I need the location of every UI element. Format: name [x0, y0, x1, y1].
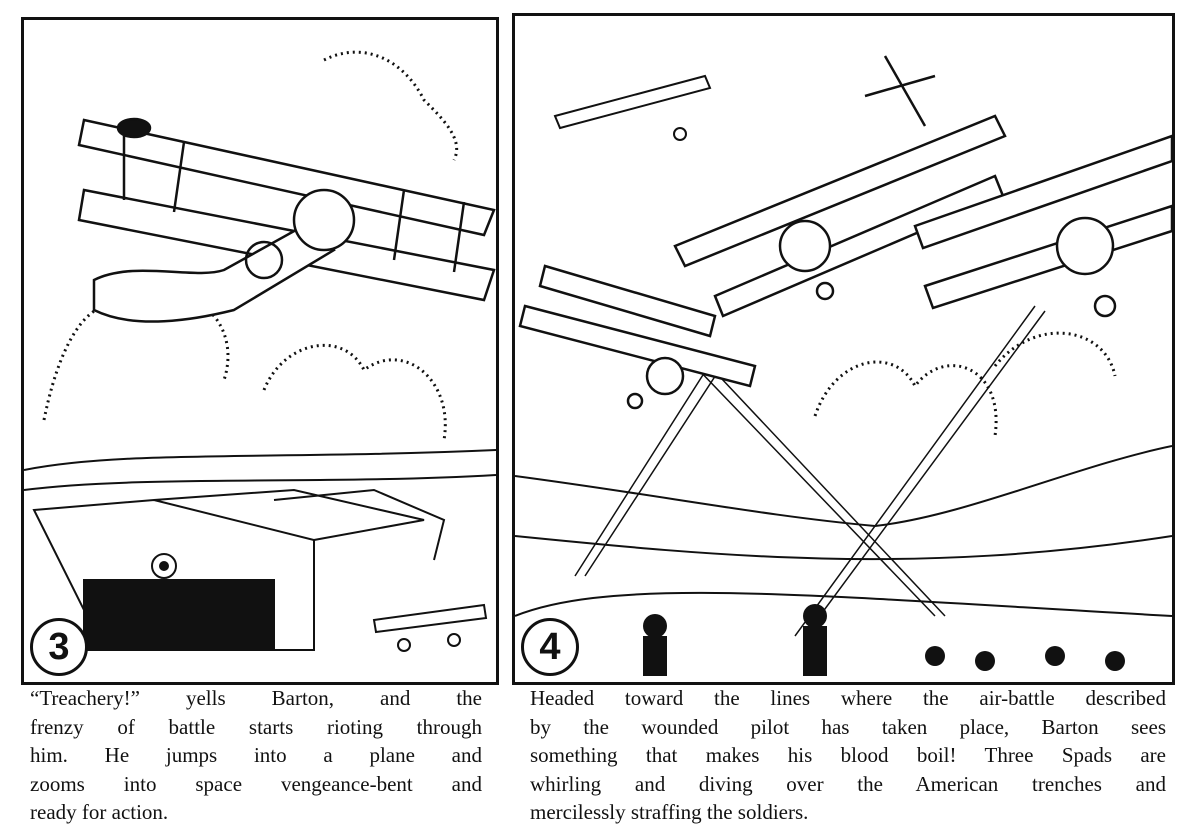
- caption-line: whirling and diving over the American tr…: [530, 771, 1166, 796]
- biplane-center: [673, 55, 1007, 318]
- dogfight-over-trenches-illustration: [515, 55, 1172, 676]
- caption-line: zooms into space vengeance-bent and: [30, 771, 482, 796]
- caption-line: by the wounded pilot has taken place, Ba…: [530, 714, 1166, 739]
- caption-panel-4: Headed toward the lines where the air-ba…: [530, 684, 1166, 827]
- biplane-diving-left: [518, 264, 757, 410]
- hangars: [32, 488, 446, 651]
- terrain: [515, 445, 1172, 617]
- biplane-right: [913, 134, 1172, 318]
- biplane-takeoff-illustration: [24, 50, 496, 652]
- comic-panel-3: 3: [21, 17, 499, 685]
- panel-number-badge: 4: [521, 618, 579, 676]
- comic-panel-4: 4: [512, 13, 1175, 685]
- searchlight-beams: [574, 305, 1046, 637]
- caption-line: ready for action.: [30, 800, 169, 824]
- biplane-small: [553, 74, 712, 141]
- panel-number-badge: 3: [30, 618, 88, 676]
- caption-line: frenzy of battle starts rioting through: [30, 714, 482, 739]
- biplane: [77, 117, 496, 323]
- caption-panel-3: “Treachery!” yells Barton, and the frenz…: [30, 684, 482, 827]
- caption-line: him. He jumps into a plane and: [30, 743, 482, 767]
- caption-line: mercilessly straffing the soldiers.: [530, 800, 809, 824]
- caption-line: something that makes his blood boil! Thr…: [530, 743, 1166, 767]
- hills: [24, 449, 496, 491]
- smoke-clouds: [42, 50, 459, 441]
- caption-line: Headed toward the lines where the air-ba…: [530, 686, 1166, 710]
- small-plane-on-ground: [372, 603, 488, 652]
- caption-line: “Treachery!” yells Barton, and the: [30, 686, 482, 710]
- soldiers: [643, 604, 1125, 676]
